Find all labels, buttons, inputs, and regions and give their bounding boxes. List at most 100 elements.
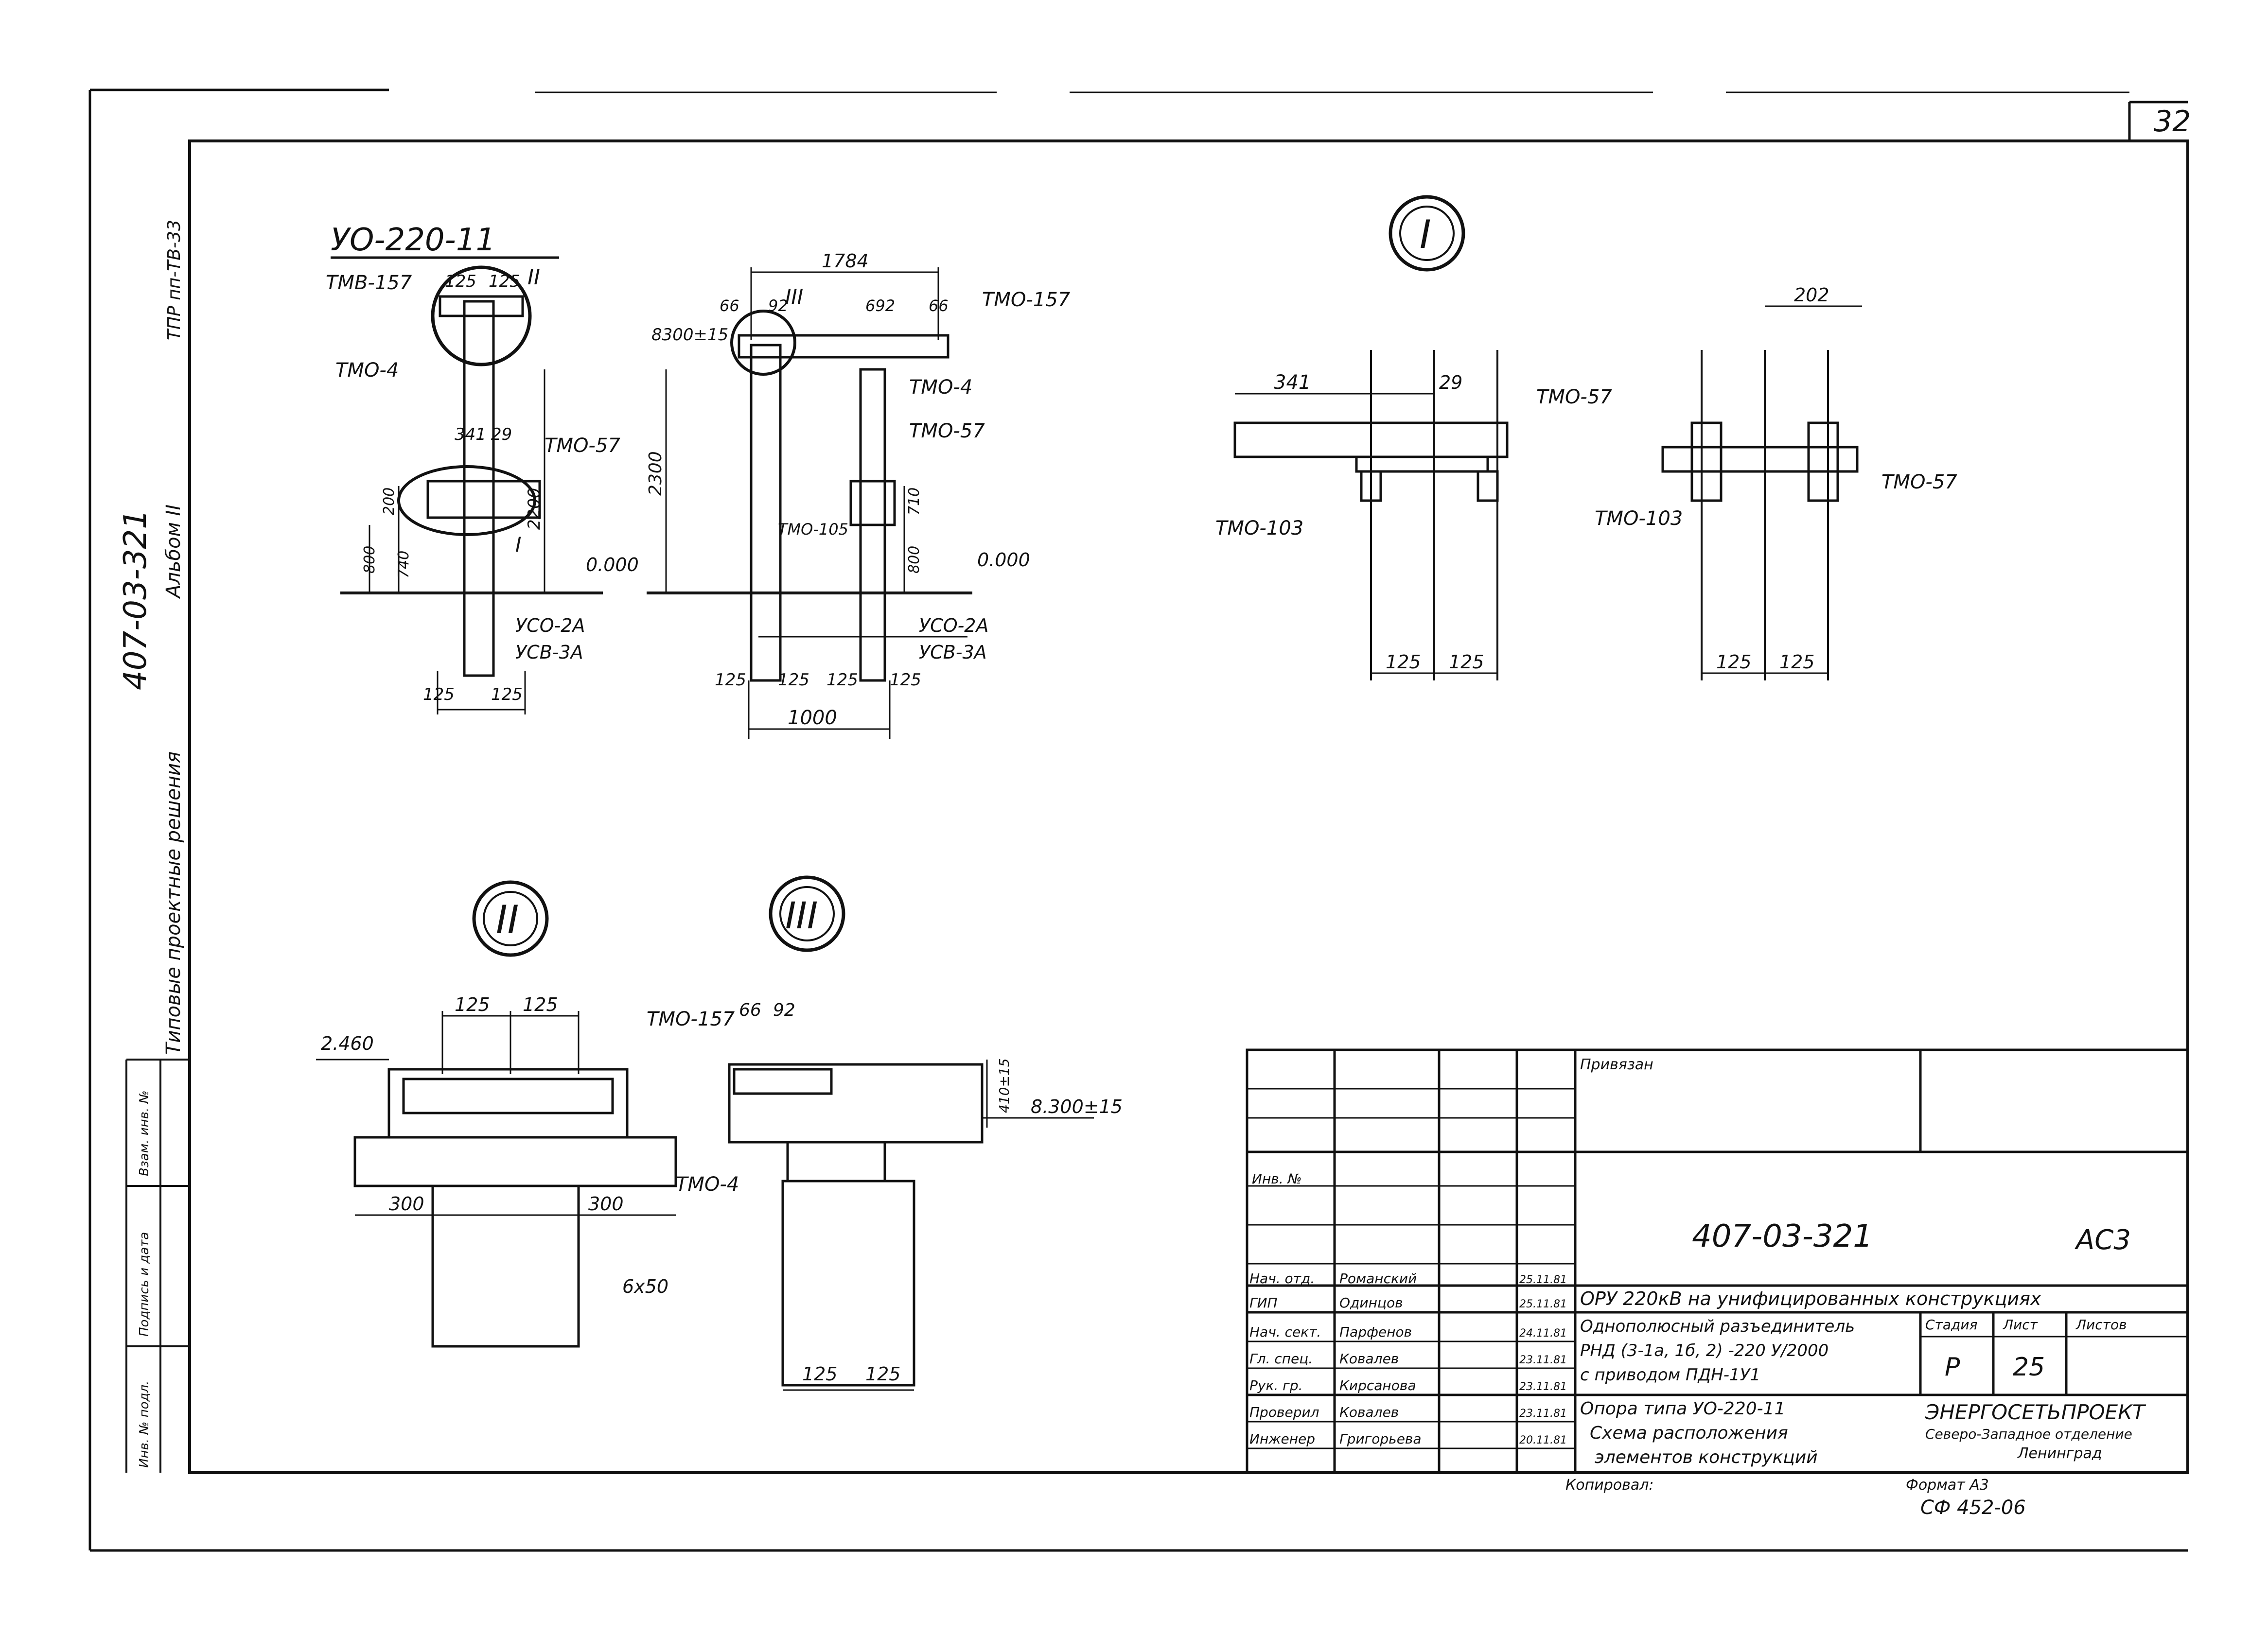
lbl-125-b2: 125 (778, 670, 809, 690)
lbl-usv3a-b: УСВ-3А (919, 642, 987, 663)
staff-name: Парфенов (1339, 1324, 1412, 1340)
tb-form-no: СФ 452-06 (1920, 1497, 2026, 1519)
lbl-tmo4-b: ТМО-4 (909, 376, 972, 399)
callout-iii (769, 875, 845, 952)
lbl-tmo103-i2: ТМО-103 (1595, 507, 1683, 530)
detail-ii (316, 1011, 677, 1348)
tb-desc2: РНД (3-1а, 1б, 2) -220 У/2000 (1580, 1341, 1828, 1360)
staff-role: Проверил (1249, 1404, 1319, 1420)
staff-name: Григорьева (1339, 1431, 1422, 1447)
tb-doc-code: 407-03-321 (1692, 1218, 1873, 1254)
lbl-tmo157-ii: ТМО-157 (647, 1008, 735, 1030)
lbl-66-b1: 66 (720, 296, 739, 315)
staff-name: Ковалев (1339, 1404, 1399, 1420)
lbl-125-ii2: 125 (523, 994, 558, 1015)
tb-stage-h: Стадия (1925, 1317, 1977, 1333)
elevation-b (647, 267, 972, 739)
callout-i (1389, 195, 1465, 272)
tb-desc3: с приводом ПДН-1У1 (1580, 1365, 1760, 1385)
tb-inv-no: Инв. № (1252, 1171, 1302, 1187)
lbl-92-b: 92 (768, 296, 788, 315)
tb-org1: ЭНЕРГОСЕТЬПРОЕКТ (1925, 1400, 2146, 1424)
lbl-125-b1: 125 (715, 670, 746, 690)
lbl-300-ii1: 300 (389, 1193, 424, 1215)
margin-label-replace: Взам. инв. № (137, 1090, 152, 1176)
lbl-roman-iii-b: III (785, 285, 803, 309)
staff-role: Нач. сект. (1249, 1324, 1321, 1340)
tb-desc1: Однополюсный разъединитель (1580, 1317, 1855, 1336)
tb-org3: Ленинград (2017, 1445, 2102, 1462)
staff-name: Одинцов (1339, 1295, 1403, 1311)
lbl-341-i: 341 (1274, 371, 1311, 394)
lbl-2200-a: 2200 (525, 487, 544, 530)
margin-label-sign: Подпись и дата (137, 1232, 152, 1337)
lbl-125-iii1: 125 (802, 1363, 838, 1385)
staff-name: Романский (1339, 1271, 1417, 1287)
lbl-125-i2: 125 (1449, 651, 1484, 673)
lbl-66-iii: 66 (739, 1000, 761, 1020)
left-margin (125, 1059, 190, 1473)
lbl-8300: 8300±15 (651, 325, 728, 345)
callout-iii-label: III (785, 894, 818, 937)
lbl-tmo4-a: ТМО-4 (335, 359, 399, 382)
lbl-125-i4: 125 (1779, 651, 1815, 673)
title-block (1246, 1048, 2189, 1474)
lbl-800-a: 800 (361, 546, 378, 574)
tb-project: ОРУ 220кВ на унифицированных конструкция… (1580, 1288, 2041, 1309)
tb-draw1: Опора типа УО-220-11 (1580, 1399, 1785, 1419)
lbl-1784: 1784 (822, 250, 869, 272)
staff-date: 23.11.81 (1519, 1381, 1567, 1393)
callout-ii (472, 880, 549, 957)
tb-format: Формат А3 (1906, 1477, 1989, 1494)
lbl-tmo57-a: ТМО-57 (545, 435, 620, 457)
lbl-1000: 1000 (788, 707, 837, 729)
staff-role: ГИП (1249, 1295, 1278, 1311)
detail-i-left (1233, 350, 1509, 680)
elevation-a (340, 265, 603, 714)
callout-i-label: I (1420, 212, 1431, 257)
staff-role: Инженер (1249, 1431, 1315, 1447)
lbl-125-iii2: 125 (865, 1363, 901, 1385)
tb-attached: Привязан (1580, 1056, 1653, 1073)
lbl-300-ii2: 300 (588, 1193, 624, 1215)
sheet-frame (88, 88, 2189, 1552)
callout-ii-label: II (496, 897, 519, 942)
staff-name: Ковалев (1339, 1351, 1399, 1367)
lbl-tmo57-i2: ТМО-57 (1881, 471, 1957, 493)
tb-mark: АС3 (2075, 1224, 2131, 1256)
margin-label-inv: Инв. № подл. (137, 1381, 152, 1468)
lbl-125-a2: 125 (489, 272, 520, 291)
project-code-vertical: 407-03-321 (118, 509, 154, 690)
detail-i-right (1661, 305, 1862, 680)
tb-sheet: 25 (2013, 1353, 2045, 1382)
lbl-341-a: 341 (455, 425, 486, 444)
staff-table: Нач. отд. Романский 25.11.81 ГИП Одинцов… (1249, 1271, 1567, 1447)
staff-name: Кирсанова (1339, 1377, 1416, 1393)
lbl-66-b2: 66 (929, 296, 949, 315)
lbl-usv3a-a: УСВ-3А (515, 642, 583, 663)
lbl-410: 410±15 (996, 1058, 1012, 1113)
lbl-740-a: 740 (395, 551, 412, 578)
lbl-800-b: 800 (906, 546, 923, 574)
top-code-vertical: ТПР пп-ТВ-33 (164, 220, 184, 340)
lbl-uso2a-a: УСО-2А (515, 615, 585, 636)
lbl-tmo103-i: ТМО-103 (1215, 517, 1303, 540)
lbl-weld: 6х50 (622, 1276, 668, 1297)
staff-date: 24.11.81 (1519, 1327, 1567, 1340)
tb-copied: Копировал: (1565, 1477, 1654, 1494)
staff-date: 23.11.81 (1519, 1354, 1567, 1366)
lbl-8300b: 8.300±15 (1031, 1096, 1123, 1117)
lbl-tmv157: ТМВ-157 (326, 272, 412, 294)
tb-sheets-h: Листов (2075, 1317, 2127, 1333)
tb-sheet-h: Лист (2003, 1317, 2038, 1333)
staff-role: Рук. гр. (1249, 1377, 1303, 1393)
series-vertical: Типовые проектные решения (162, 751, 185, 1055)
lbl-125-a4: 125 (491, 685, 523, 704)
lbl-125-a3: 125 (423, 685, 455, 704)
lbl-125-b4: 125 (890, 670, 921, 690)
lbl-710-b: 710 (906, 487, 923, 515)
lbl-125-ii1: 125 (455, 994, 490, 1015)
tb-stage: Р (1945, 1353, 1960, 1382)
staff-date: 25.11.81 (1519, 1298, 1567, 1310)
lbl-tmo105: ТМО-105 (778, 520, 848, 539)
